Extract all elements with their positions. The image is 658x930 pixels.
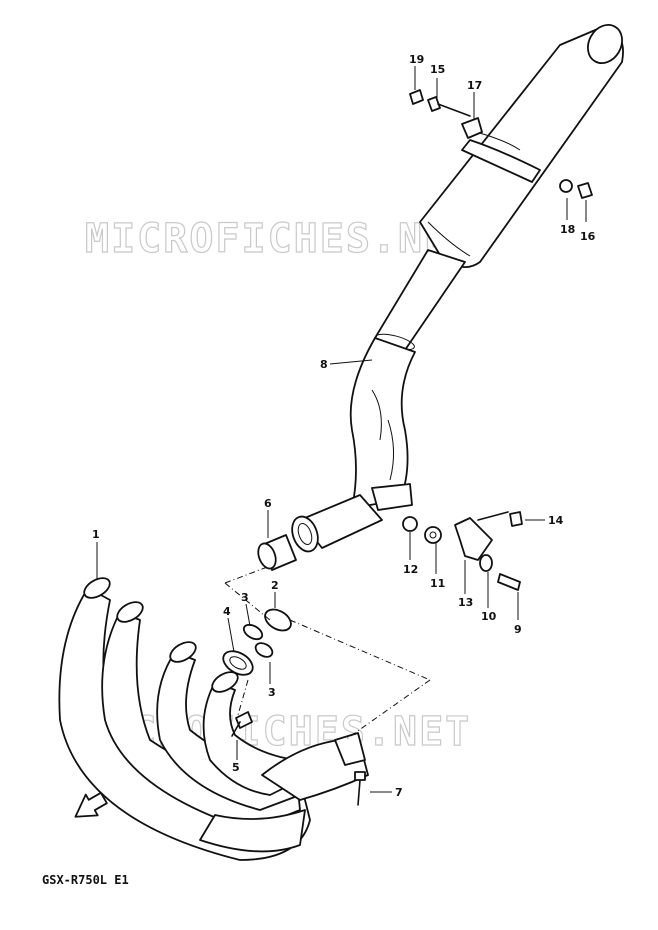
clamp-hardware (402, 511, 523, 591)
callout-1: 1 (92, 528, 100, 541)
callout-10: 10 (481, 610, 497, 623)
muffler-mount-hardware (409, 89, 593, 199)
callout-4: 4 (223, 605, 231, 618)
alignment-lines (224, 565, 431, 741)
front-arrow-icon (74, 791, 108, 818)
gasket-set (222, 608, 292, 676)
callout-16: 16 (580, 230, 596, 243)
callout-3a: 3 (241, 591, 249, 604)
callout-18: 18 (560, 223, 575, 236)
callout-2: 2 (271, 579, 279, 592)
muffler-collar (257, 534, 297, 571)
leader-lines (96, 66, 587, 793)
bolts (231, 711, 366, 806)
callout-15: 15 (430, 63, 445, 76)
callout-6: 6 (264, 497, 272, 510)
callout-3b: 3 (268, 686, 276, 699)
callout-5: 5 (232, 761, 240, 774)
callout-9: 9 (514, 623, 522, 636)
callout-19: 19 (409, 53, 424, 66)
watermark-top: MICROFICHES.NET (85, 216, 476, 262)
callout-11: 11 (430, 577, 445, 590)
callout-8: 8 (320, 358, 328, 371)
callout-12: 12 (403, 563, 418, 576)
callout-7: 7 (395, 786, 403, 799)
callout-13: 13 (458, 596, 473, 609)
callout-17: 17 (467, 79, 482, 92)
callout-14: 14 (548, 514, 564, 527)
model-label: GSX-R750L E1 (42, 873, 129, 887)
muffler-assembly (291, 24, 624, 553)
callout-labels: 19 15 17 18 16 8 6 14 12 11 13 10 9 1 2 … (92, 53, 596, 799)
exhaust-header (58, 577, 369, 861)
